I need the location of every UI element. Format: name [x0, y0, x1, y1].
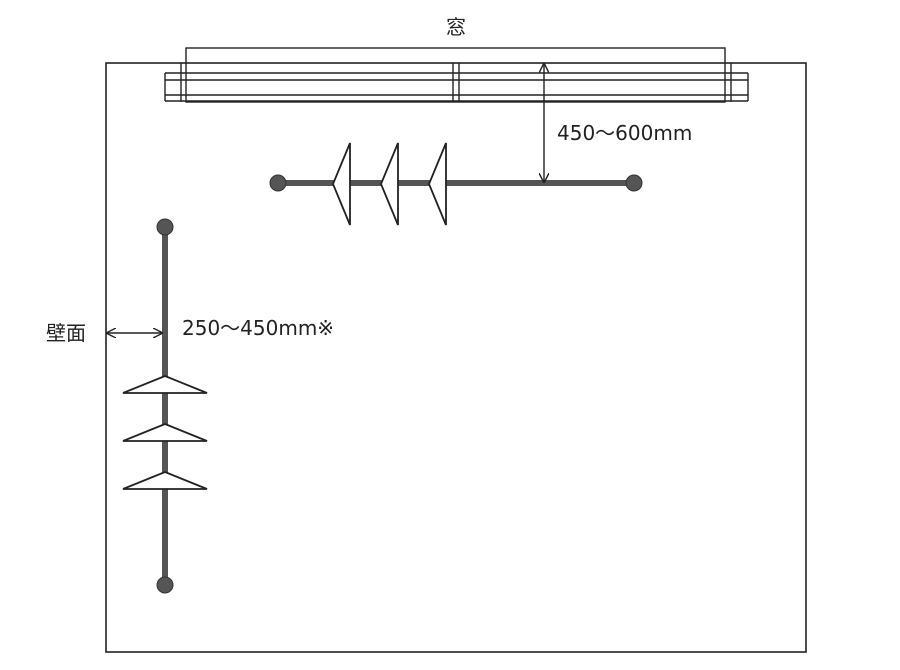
room-outline — [105, 62, 807, 653]
hanger-icon — [122, 471, 208, 490]
window-distance-label: 450〜600mm — [557, 121, 692, 145]
window — [164, 47, 749, 103]
vertical-hanger-rod — [122, 218, 208, 594]
rod-end-cap — [625, 174, 643, 192]
window-frame — [185, 47, 726, 103]
window-label: 窓 — [446, 15, 466, 39]
hanger-icon — [428, 142, 447, 226]
wall-label: 壁面 — [46, 321, 86, 345]
hanger-icon — [332, 142, 351, 226]
rod-end-cap — [156, 576, 174, 594]
hanger-icon — [122, 375, 208, 394]
rod-end-cap — [156, 218, 174, 236]
hanger-icon — [122, 423, 208, 442]
rod-end-cap — [269, 174, 287, 192]
horizontal-hanger-rod — [269, 142, 643, 226]
wall-distance-label: 250〜450mm※ — [182, 316, 334, 340]
hanger-icon — [380, 142, 399, 226]
